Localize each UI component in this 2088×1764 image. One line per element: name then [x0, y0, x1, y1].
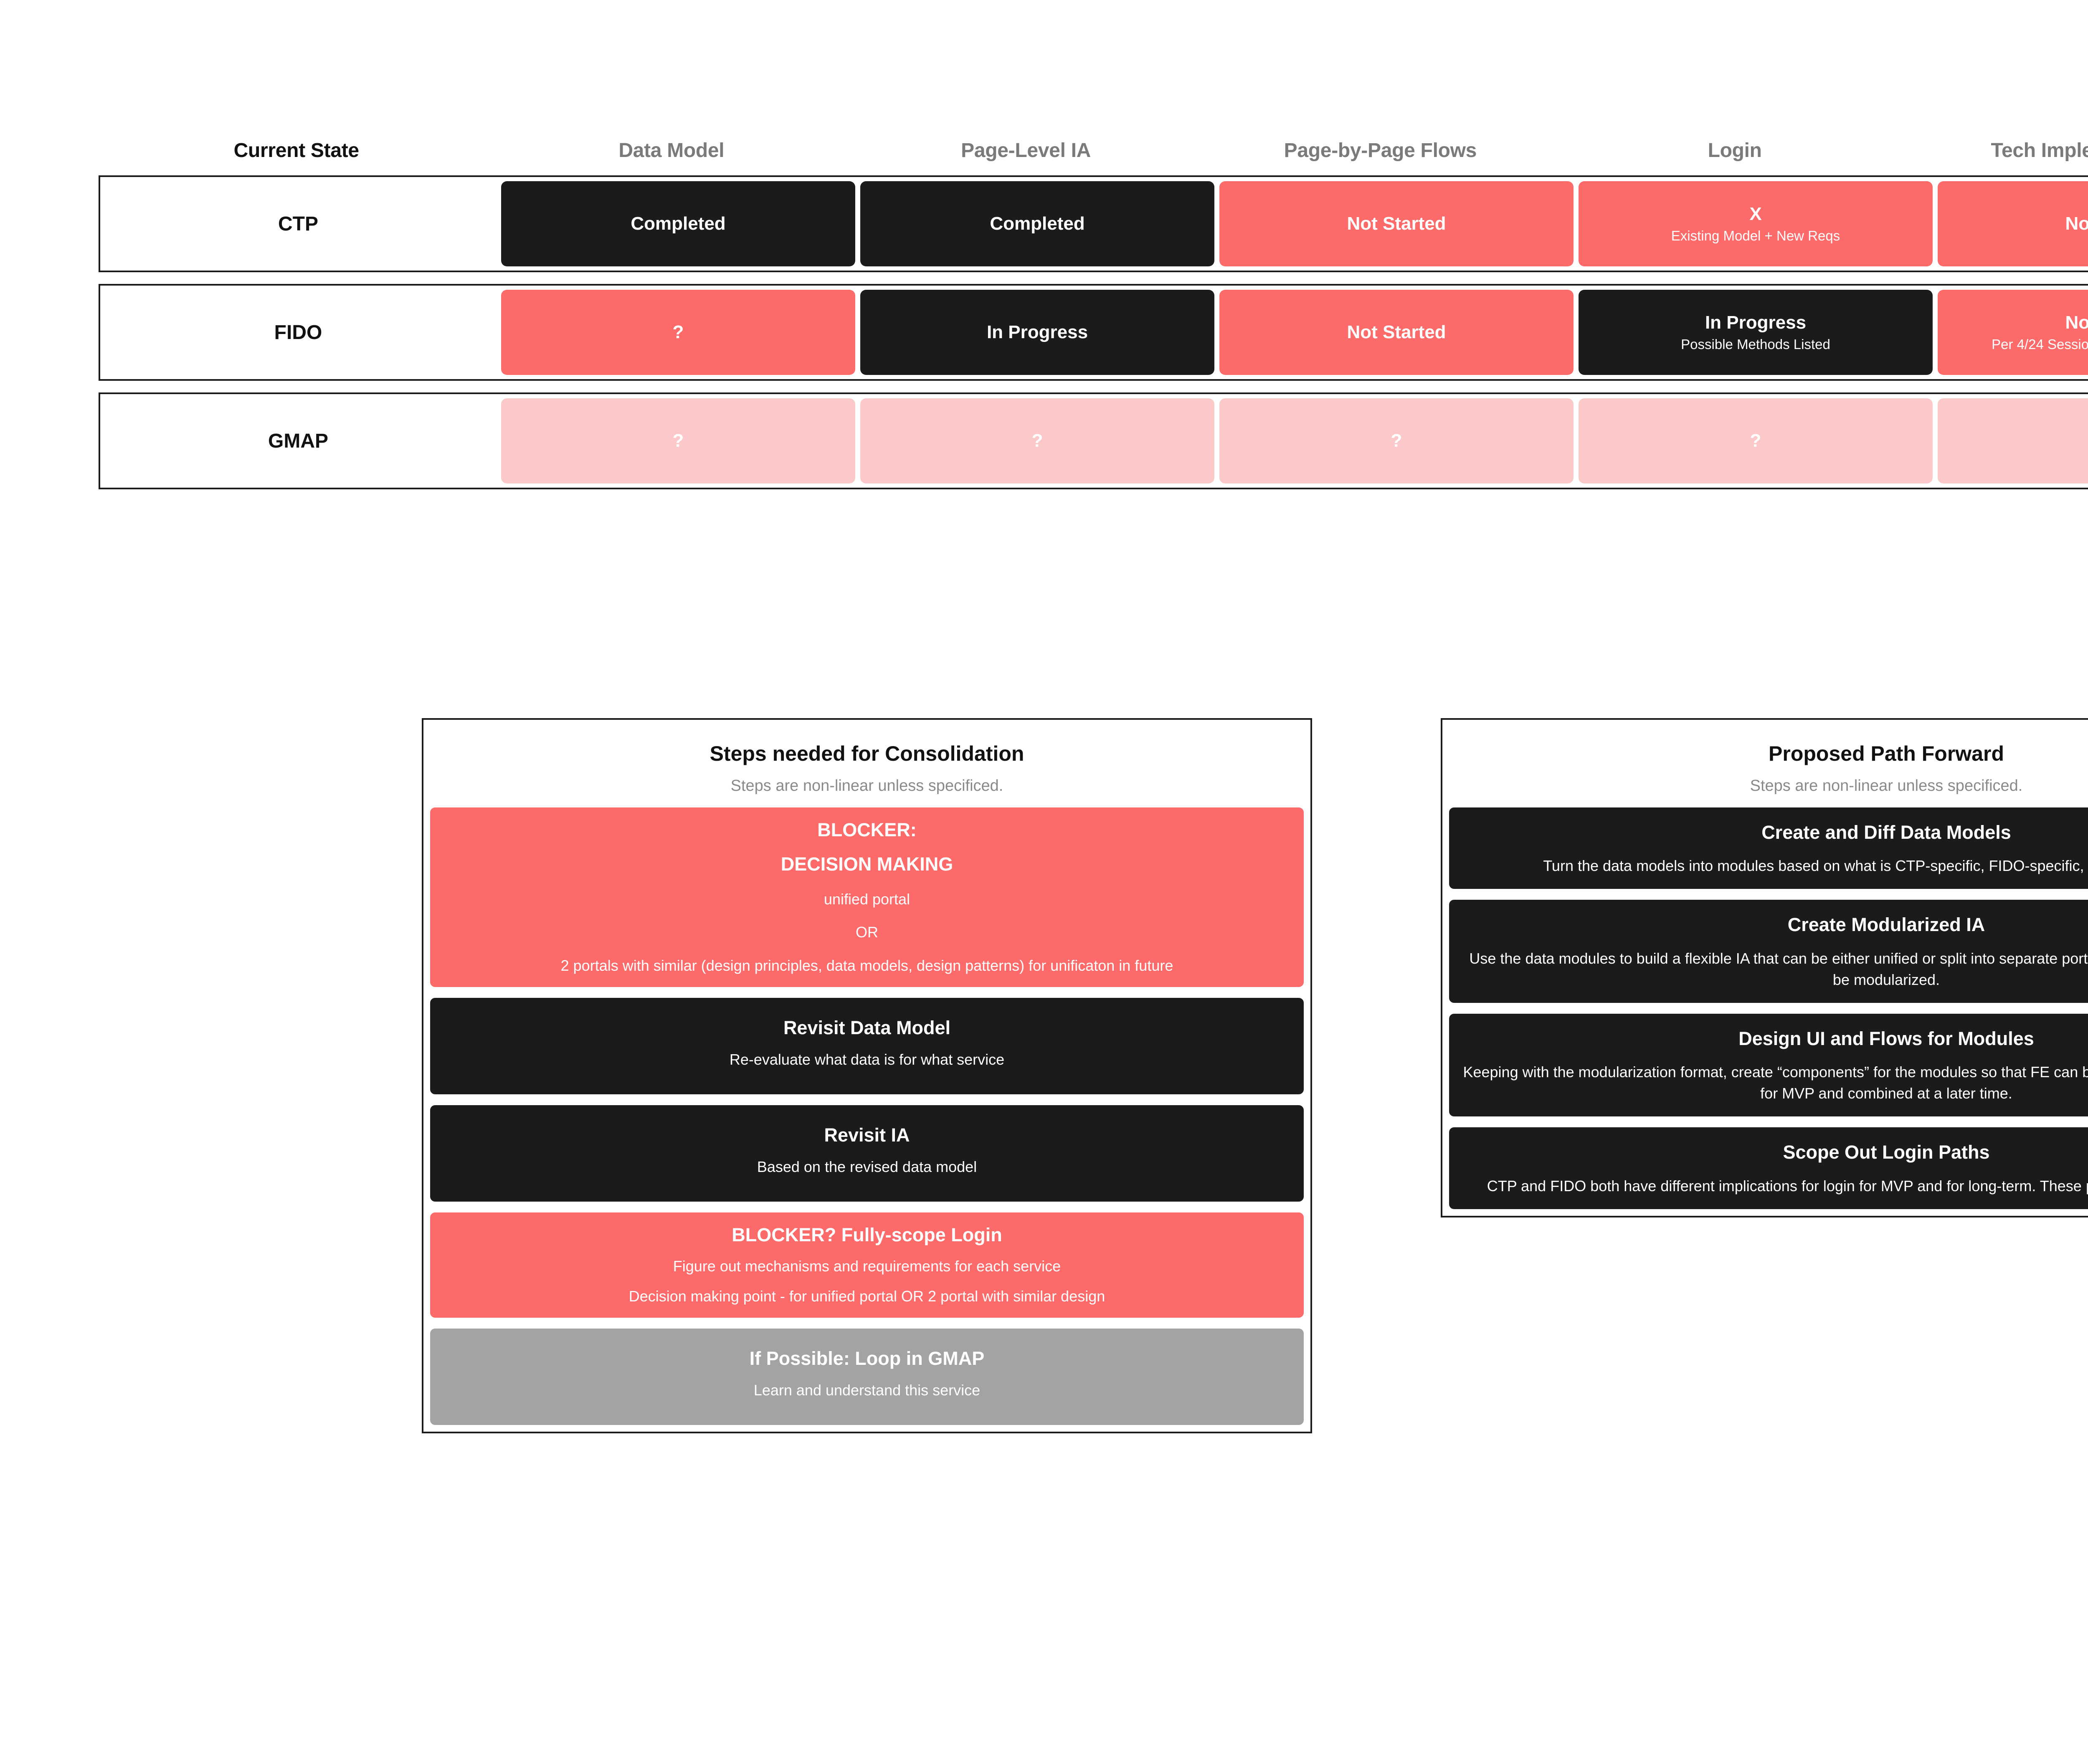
step-body: Re-evaluate what data is for what servic…: [729, 1050, 1005, 1068]
column-header-page-level-ia: Page-Level IA: [961, 139, 1091, 162]
step-title: Create Modularized IA: [1787, 914, 1985, 936]
status-cell-title: ?: [672, 322, 684, 343]
status-cell-title: ?: [1391, 430, 1402, 451]
status-cell[interactable]: X Existing Model + New Reqs: [1579, 181, 1933, 266]
step-title: If Possible: Loop in GMAP: [749, 1347, 985, 1369]
table-row: FIDO ? In Progress Not Started In Progre…: [99, 284, 2088, 381]
status-table-header-row: Current State Data Model Page-Level IA P…: [99, 125, 2088, 175]
status-cell-title: Completed: [990, 213, 1085, 234]
status-cell[interactable]: ?: [1579, 398, 1933, 483]
panel-subtitle: Steps are non-linear unless specificed.: [1750, 777, 2023, 795]
status-cell-title: In Progress: [1705, 312, 1807, 333]
status-cell[interactable]: Not Started: [1938, 181, 2088, 266]
table-row: GMAP ? ? ? ? ? ?: [99, 392, 2088, 489]
status-cell[interactable]: Not Started Per 4/24 Session, starting i…: [1938, 290, 2088, 375]
step-card-revisit-ia[interactable]: Revisit IA Based on the revised data mod…: [430, 1105, 1304, 1202]
proposed-path-panel: Proposed Path Forward Steps are non-line…: [1441, 718, 2088, 1217]
status-cell-title: ?: [1031, 430, 1043, 451]
step-body: Learn and understand this service: [753, 1382, 981, 1399]
step-card-blocker-decision-making[interactable]: BLOCKER: DECISION MAKING unified portal …: [430, 807, 1304, 987]
status-cell[interactable]: Completed: [860, 181, 1214, 266]
step-card-scope-out-login-paths[interactable]: Scope Out Login Paths CTP and FIDO both …: [1449, 1127, 2088, 1209]
status-cell[interactable]: ?: [1938, 398, 2088, 483]
status-cell[interactable]: In Progress Possible Methods Listed: [1579, 290, 1933, 375]
status-cell-title: Not Started: [2065, 312, 2088, 333]
status-cell-title: In Progress: [986, 322, 1088, 343]
step-title-secondary: DECISION MAKING: [780, 853, 953, 875]
status-cell[interactable]: ?: [1219, 398, 1574, 483]
status-cell-title: ?: [672, 430, 684, 451]
step-card-fully-scope-login[interactable]: BLOCKER? Fully-scope Login Figure out me…: [430, 1212, 1304, 1318]
status-cell-title: Not Started: [1347, 322, 1446, 343]
status-cell[interactable]: ?: [860, 398, 1214, 483]
status-cell-subtitle: Possible Methods Listed: [1681, 336, 1830, 352]
step-title: Design UI and Flows for Modules: [1738, 1028, 2034, 1049]
consolidation-panel-header: Steps needed for Consolidation Steps are…: [430, 727, 1304, 807]
column-header-tech-implementation: Tech Implementation: [1991, 139, 2088, 162]
table-row: CTP Completed Completed Not Started X Ex…: [99, 175, 2088, 272]
column-header-page-by-page-flows: Page-by-Page Flows: [1284, 139, 1477, 162]
status-cell-title: Not Started: [1347, 213, 1446, 234]
status-cell[interactable]: ?: [501, 290, 855, 375]
row-label-fido: FIDO: [274, 321, 322, 344]
row-label-gmap: GMAP: [268, 430, 328, 452]
panel-title: Steps needed for Consolidation: [710, 742, 1024, 765]
step-line-option-b: 2 portals with similar (design principle…: [560, 957, 1173, 974]
column-header-data-model: Data Model: [618, 139, 725, 162]
status-cell-title: Completed: [631, 213, 726, 234]
step-body: CTP and FIDO both have different implica…: [1487, 1177, 2088, 1195]
status-cell-title: ?: [1750, 430, 1761, 451]
column-header-current-state: Current State: [233, 139, 359, 162]
step-body: Use the data modules to build a flexible…: [1469, 949, 2088, 988]
step-card-create-modularized-ia[interactable]: Create Modularized IA Use the data modul…: [1449, 900, 2088, 1003]
step-title: Revisit Data Model: [783, 1017, 951, 1038]
step-body: Turn the data models into modules based …: [1543, 857, 2088, 875]
step-title: Create and Diff Data Models: [1761, 822, 2011, 843]
step-card-create-and-diff-data-models[interactable]: Create and Diff Data Models Turn the dat…: [1449, 807, 2088, 889]
step-card-revisit-data-model[interactable]: Revisit Data Model Re-evaluate what data…: [430, 997, 1304, 1094]
status-cell-subtitle: Existing Model + New Reqs: [1671, 228, 1840, 243]
status-cell[interactable]: Not Started: [1219, 290, 1574, 375]
step-title: BLOCKER? Fully-scope Login: [732, 1224, 1002, 1246]
step-body: Keeping with the modularization format, …: [1463, 1063, 2088, 1102]
panel-title: Proposed Path Forward: [1769, 742, 2004, 765]
step-line-decision-point: Decision making point - for unified port…: [628, 1288, 1105, 1305]
status-cell-title: X: [1749, 203, 1762, 224]
status-table: Current State Data Model Page-Level IA P…: [99, 125, 2088, 501]
step-line-or: OR: [856, 924, 878, 941]
status-cell[interactable]: Completed: [501, 181, 855, 266]
status-cell[interactable]: Not Started: [1219, 181, 1574, 266]
status-cell[interactable]: ?: [501, 398, 855, 483]
step-card-design-ui-and-flows[interactable]: Design UI and Flows for Modules Keeping …: [1449, 1013, 2088, 1117]
step-card-loop-in-gmap[interactable]: If Possible: Loop in GMAP Learn and unde…: [430, 1328, 1304, 1425]
step-title: Scope Out Login Paths: [1783, 1141, 1990, 1163]
step-title: Revisit IA: [824, 1124, 910, 1146]
consolidation-panel: Steps needed for Consolidation Steps are…: [422, 718, 1312, 1434]
column-header-login: Login: [1708, 139, 1762, 162]
row-label-ctp: CTP: [278, 213, 318, 235]
panel-subtitle: Steps are non-linear unless specificed.: [730, 777, 1003, 795]
path-panel-header: Proposed Path Forward Steps are non-line…: [1449, 727, 2088, 807]
status-cell[interactable]: In Progress: [860, 290, 1214, 375]
panels-region: Steps needed for Consolidation Steps are…: [0, 718, 2088, 1720]
step-title: BLOCKER:: [817, 819, 917, 840]
step-line-mechanisms: Figure out mechanisms and requirements f…: [673, 1258, 1061, 1275]
step-body: Based on the revised data model: [757, 1158, 977, 1176]
status-cell-title: Not Started: [2065, 213, 2088, 234]
step-line-option-a: unified portal: [824, 890, 910, 908]
status-cell-subtitle: Per 4/24 Session, starting in 1~2 Sprint…: [1992, 336, 2088, 352]
